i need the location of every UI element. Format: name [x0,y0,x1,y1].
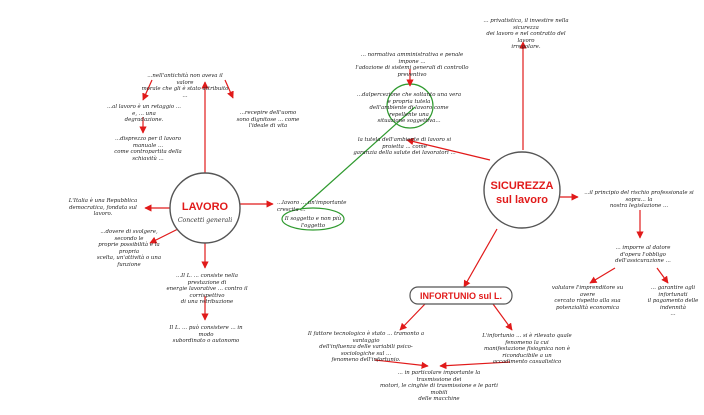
note-subordinate: Il L. ... può consistere ... in modo sub… [169,325,243,345]
link-employer-right [656,267,669,284]
link-infortunio-right [492,303,513,331]
link-employer-left [589,267,616,284]
hub-sicurezza[interactable]: SICUREZZA sul lavoro [483,151,561,229]
link-moral-right [224,79,234,99]
note-italy-republic: L'Italia è una Repubblica democratica, f… [68,198,138,218]
note-guarantee: ... garantire agli infortunati il pagame… [647,285,699,318]
note-subject-object: Il soggetto e non più l'oggetto [284,216,342,229]
note-dignity: ...recepire dell'uomo sono dignitose ...… [236,110,300,130]
link-moral-down1 [142,79,153,101]
note-private-workers: ... privatistica, il investire nella sic… [483,18,569,51]
hub-lavoro-circle [169,172,241,244]
note-duty-to-work: ...dovere di svolgere, secondo le propri… [96,229,162,268]
green-link-subject-perception [299,106,416,211]
hub-sicurezza-title: SICUREZZA [491,180,554,192]
note-evaluate-risks: valutare l'imprenditore su avere cercato… [551,285,624,311]
note-transmission: ... in particolare importante la trasmis… [380,370,498,403]
link-lavoro-downleft [149,227,181,244]
hub-infortunio[interactable]: INFORTUNIO sul L. [409,286,513,305]
note-normative: ... normativa amministrativa e penale im… [355,52,469,78]
note-manual-labor: ...disprezzo per il lavoro manuale ... c… [114,136,182,162]
hub-infortunio-box [409,286,513,305]
note-servile-work: ...al lavoro è un retaggio ... e, ... un… [107,104,181,124]
hub-lavoro-title: LAVORO [182,201,229,213]
hub-sicurezza-subtitle: sul lavoro [496,194,548,206]
note-principle: ...il principio del rischio professional… [584,190,694,210]
link-infortunio-left [399,303,426,331]
link-injury-transmission [439,361,511,370]
link-sicurezza-infortunio [463,228,498,288]
note-tech-factors: Il fattore tecnologico è stato ... tramo… [307,331,425,364]
hub-infortunio-title: INFORTUNIO sul L. [420,291,502,301]
hub-lavoro-subtitle: Concetti generali [178,217,232,224]
note-energy-article: ...Il L. ... consiste nella prestazione … [166,273,248,306]
note-moral-value: ...nell'antichità non aveva il valore mo… [141,73,229,99]
hub-sicurezza-circle [483,151,561,229]
note-perception: ...dalpercezione che soltanto una vera e… [356,92,462,125]
note-injury-def: L'infortunio ... si è rilevato quale fen… [482,333,572,366]
link-sicurezza-upleft [406,138,491,161]
note-lavoro-object: ...lavoro ... un'importante crescita ... [277,200,347,213]
green-circle-subject [281,207,345,231]
link-tech-transmission [374,359,429,369]
note-protection: la tutela dell'ambiente di lavoro si pro… [353,137,456,157]
note-employer-duty: ... imporre al datore d'opera l'obbligo … [615,245,671,265]
hub-lavoro[interactable]: LAVORO Concetti generali [169,172,241,244]
